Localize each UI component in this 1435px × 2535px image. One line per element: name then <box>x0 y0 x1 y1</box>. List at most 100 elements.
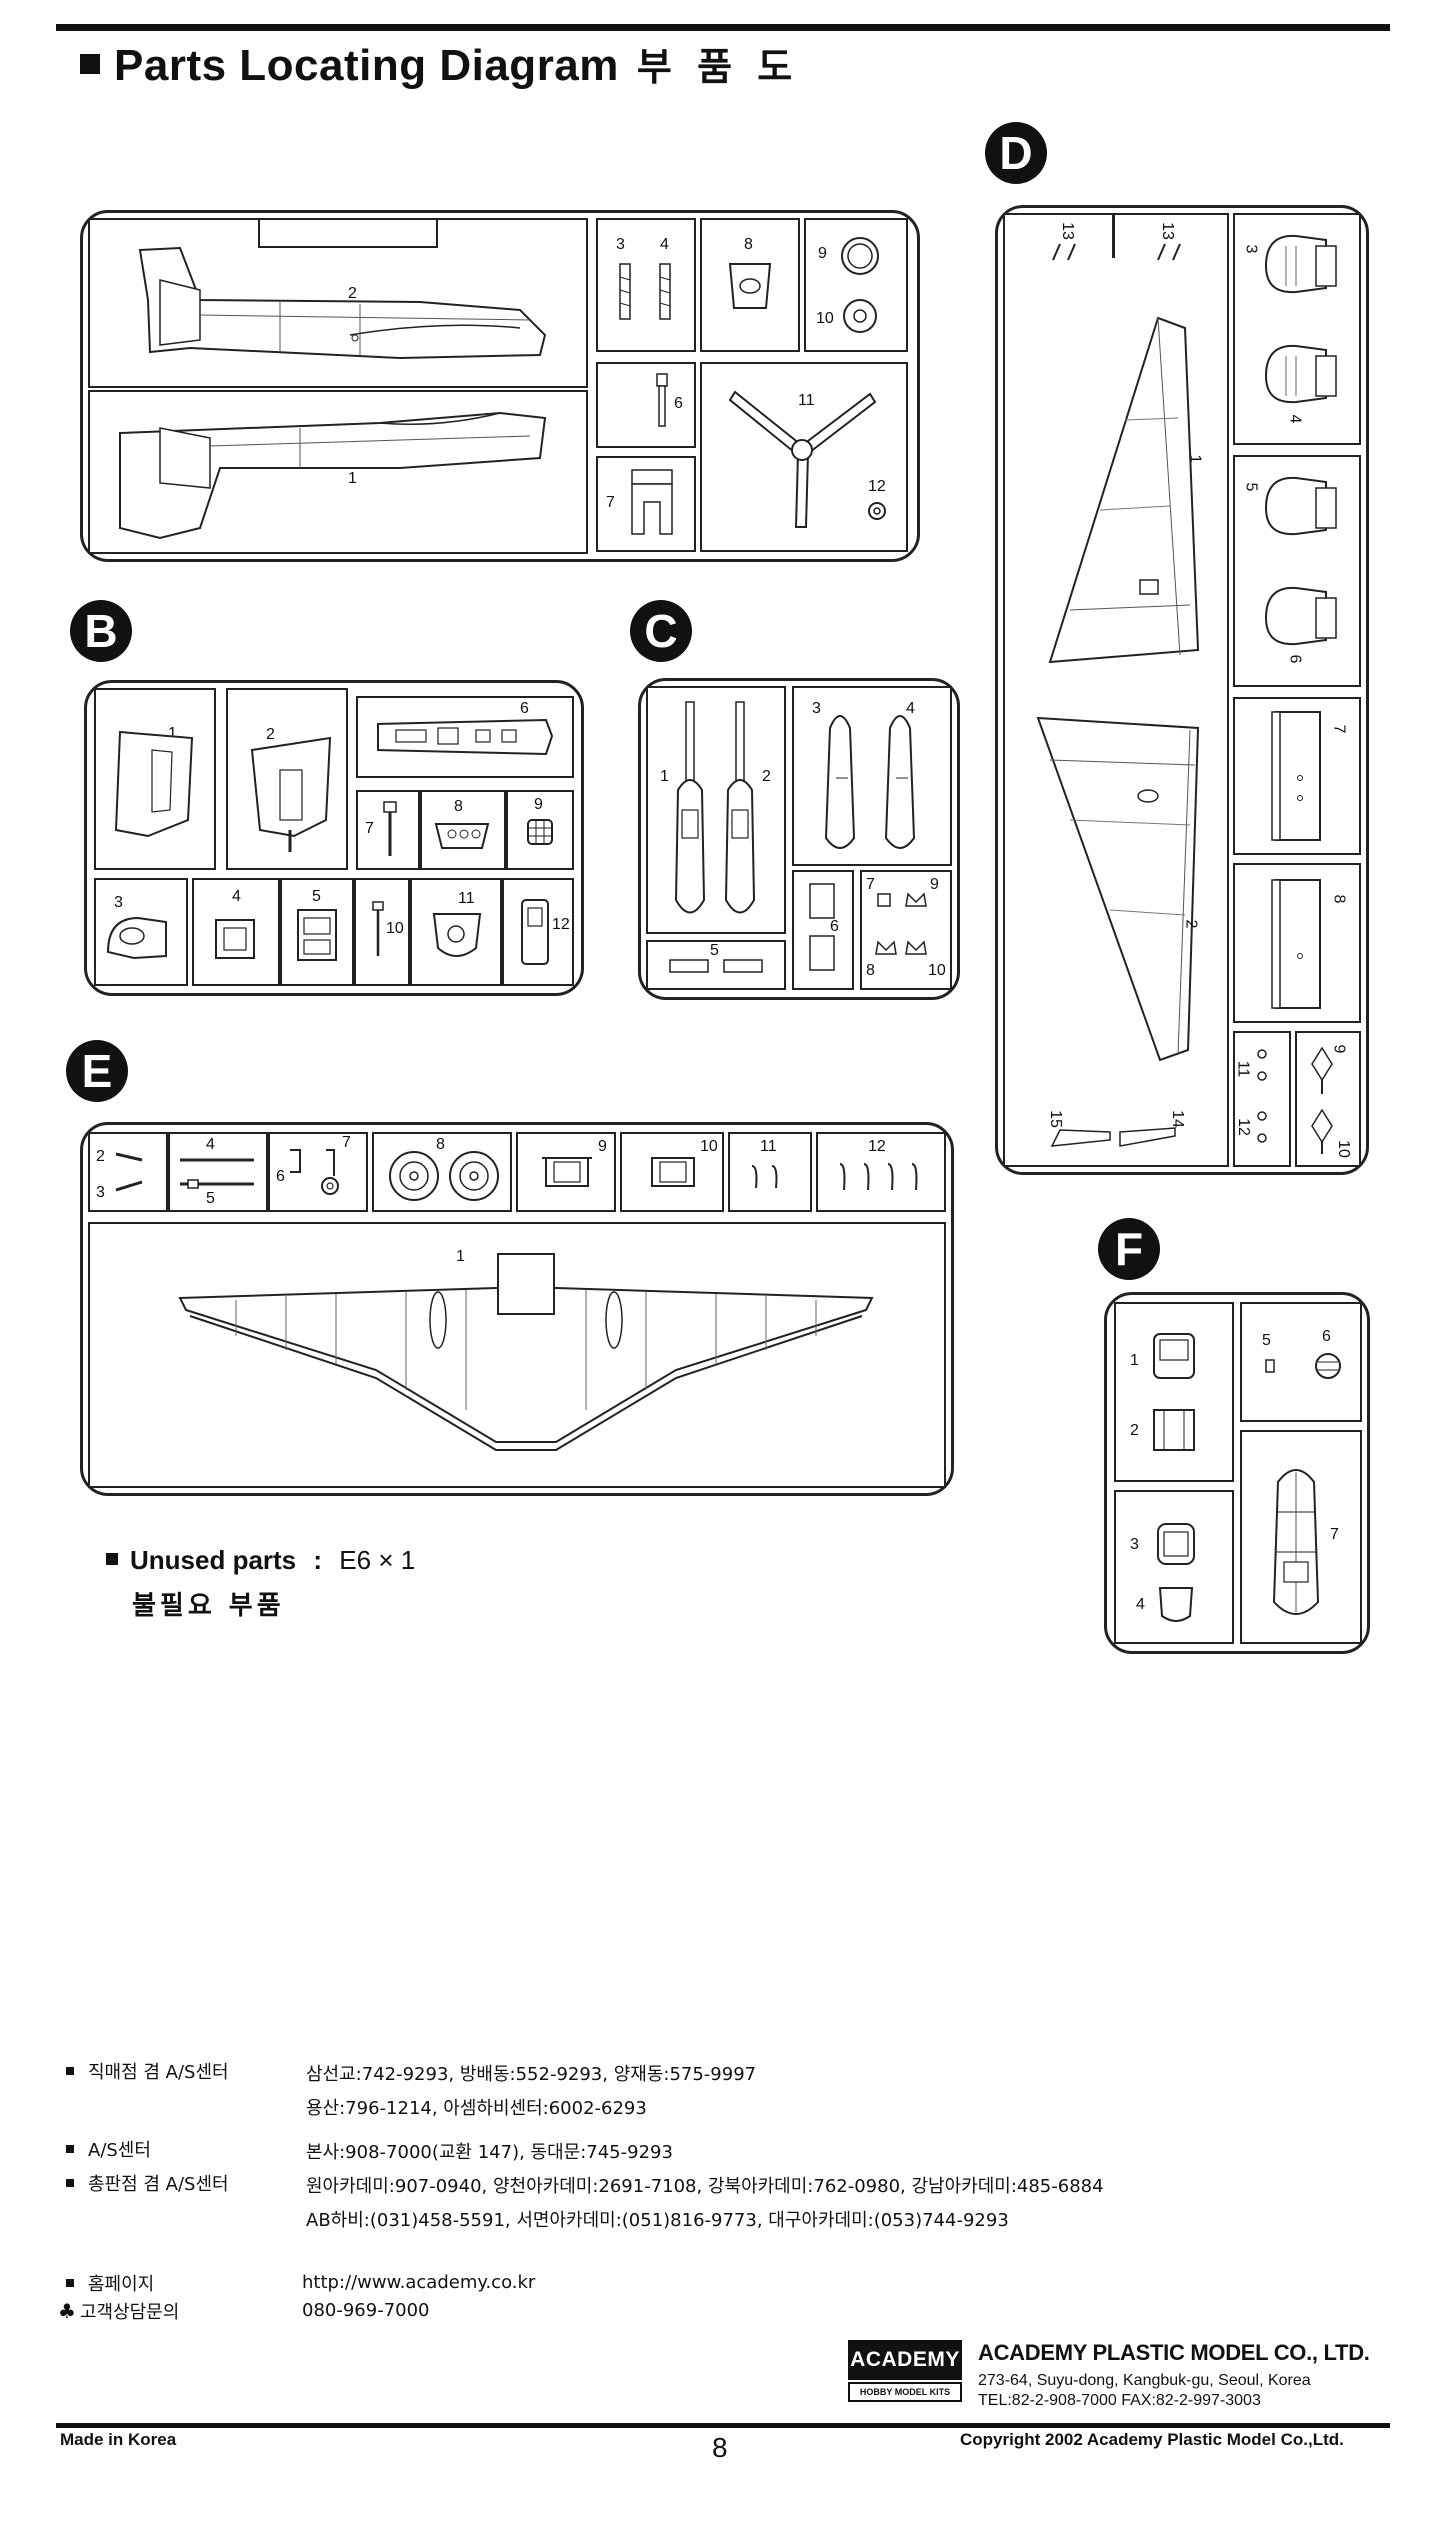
part-d1-label: 1 <box>1186 454 1204 464</box>
wheel-well-parts-d5-d6 <box>1264 476 1337 646</box>
part-e12-label: 12 <box>868 1138 886 1155</box>
small-parts-c7-c10 <box>875 892 927 955</box>
sprue-e-badge: E <box>66 1040 128 1102</box>
part-c6-label: 6 <box>830 918 839 935</box>
part-a10-label: 10 <box>816 310 834 327</box>
part-b8-label: 8 <box>454 798 463 815</box>
fuselage-half-right-part <box>138 246 547 360</box>
part-d13a-label: 13 <box>1058 222 1076 240</box>
part-a11-label: 11 <box>798 392 815 409</box>
seat-part-b3 <box>106 916 167 960</box>
contact-row-as-center: A/S센터 <box>66 2136 151 2162</box>
contact-row-direct-store: 직매점 겸 A/S센터 <box>66 2058 229 2084</box>
canopy-parts-f1-f2 <box>1153 1333 1195 1451</box>
part-b2-label: 2 <box>266 726 275 743</box>
part-a9-label: 9 <box>818 245 827 262</box>
fuselage-half-left-part <box>119 411 547 540</box>
part-e7-label: 7 <box>342 1134 351 1151</box>
wheel-well-parts-d3-d4 <box>1264 234 1337 404</box>
part-c7-label: 7 <box>866 876 875 893</box>
contact-title-homepage: 홈페이지 <box>88 2274 155 2295</box>
rod-part-b10 <box>372 901 384 956</box>
company-address: 273-64, Suyu-dong, Kangbuk-gu, Seoul, Ko… <box>978 2372 1311 2389</box>
bottom-rule <box>56 2423 1390 2428</box>
seat-frame-part <box>631 469 673 535</box>
part-b1-label: 1 <box>168 725 177 742</box>
unused-parts-line: Unused parts : E6 × 1 <box>106 1545 415 1576</box>
part-e9-label: 9 <box>598 1138 607 1155</box>
contact-line: AB하비:(031)458-5591, 서면아카데미:(051)816-9773… <box>306 2210 1009 2231</box>
contact-row-customer: ♣고객상담문의 <box>58 2298 179 2324</box>
sprue-d-wing-cell <box>1003 213 1229 1167</box>
wheel-hub-parts <box>841 237 879 333</box>
part-f3-label: 3 <box>1130 1536 1139 1553</box>
sprue-f-cell-3-4 <box>1114 1490 1234 1644</box>
contact-line: 본사:908-7000(교환 147), 동대문:745-9293 <box>306 2142 673 2163</box>
copyright: Copyright 2002 Academy Plastic Model Co.… <box>960 2430 1344 2449</box>
part-c5-label: 5 <box>710 942 719 959</box>
unused-colon: : <box>313 1545 323 1575</box>
contact-title-direct-store: 직매점 겸 A/S센터 <box>88 2062 229 2083</box>
sprue-a-cell-6 <box>596 362 696 448</box>
main-wheels-e8 <box>389 1151 499 1201</box>
part-f4-label: 4 <box>1136 1596 1145 1613</box>
small-parts-d9-d10 <box>1311 1046 1333 1154</box>
exhaust-stack-parts <box>619 263 671 320</box>
sprue-b-cell-10 <box>354 878 410 986</box>
cockpit-side-part-b1 <box>114 730 194 838</box>
part-a4-label: 4 <box>660 236 669 253</box>
title-korean: 부 품 도 <box>636 45 799 89</box>
sprue-a-cell-3-4 <box>596 218 696 352</box>
part-a1-label: 1 <box>348 470 357 487</box>
part-f2-label: 2 <box>1130 1422 1139 1439</box>
part-c9-label: 9 <box>930 876 939 893</box>
clear-parts-f5-f6 <box>1265 1353 1341 1379</box>
part-a7-label: 7 <box>606 494 615 511</box>
sprue-d-gate-slot <box>1112 213 1115 258</box>
unused-value: E6 × 1 <box>339 1545 416 1575</box>
cockpit-side-part-b2 <box>250 736 332 852</box>
bracket-part-b11 <box>432 913 482 957</box>
part-d11-label: 11 <box>1234 1060 1252 1078</box>
sprue-e-cell-4-5 <box>168 1132 268 1212</box>
d13-parts <box>1052 243 1181 261</box>
contact-line: 삼선교:742-9293, 방배동:552-9293, 양재동:575-9997 <box>306 2064 757 2085</box>
contact-title-customer: 고객상담문의 <box>79 2302 180 2323</box>
unused-label: Unused parts <box>130 1545 297 1575</box>
canopy-part-f7 <box>1272 1469 1320 1615</box>
small-disc-part <box>868 502 886 520</box>
part-e1-label: 1 <box>456 1248 465 1265</box>
homepage-link[interactable]: http://www.academy.co.kr <box>302 2272 536 2293</box>
contact-line: 용산:796-1214, 아셈하비센터:6002-6293 <box>306 2098 647 2119</box>
contact-line: 원아카데미:907-0940, 양천아카데미:2691-7108, 강북아카데미… <box>306 2176 1104 2197</box>
cockpit-floor-part-b6 <box>377 718 554 756</box>
part-b3-label: 3 <box>114 894 123 911</box>
instrument-panel-part-b8 <box>434 823 490 849</box>
contact-bullet <box>66 2067 74 2075</box>
contact-row-distributor: 총판점 겸 A/S센터 <box>66 2170 229 2196</box>
sprue-a-tab <box>258 218 438 248</box>
part-a12-label: 12 <box>868 478 886 495</box>
part-f7-label: 7 <box>1330 1526 1339 1543</box>
part-d12-label: 12 <box>1234 1118 1252 1136</box>
frame-part-e10 <box>651 1157 695 1187</box>
bracket-parts-c6 <box>809 883 835 971</box>
contact-title-as-center: A/S센터 <box>88 2140 151 2161</box>
box-part-b4 <box>215 919 255 959</box>
contact-bullet <box>66 2279 74 2287</box>
sprue-b-cell-7 <box>356 790 420 870</box>
academy-logo-box: ACADEMY <box>848 2340 962 2380</box>
sprue-b-cell-9 <box>506 790 574 870</box>
sprue-c-cell-1-2 <box>646 686 786 934</box>
small-parts-e2-e3 <box>115 1152 143 1192</box>
part-c10-label: 10 <box>928 962 946 979</box>
propeller-part <box>728 390 877 528</box>
sprue-b-badge: B <box>70 600 132 662</box>
part-e4-label: 4 <box>206 1136 215 1153</box>
sprue-e-cell-11 <box>728 1132 812 1212</box>
rod-parts-e4-e5 <box>180 1158 254 1189</box>
grille-part-b9 <box>527 819 553 845</box>
part-d2-label: 2 <box>1182 919 1200 929</box>
wheel-well-insert-d8 <box>1271 879 1321 1009</box>
